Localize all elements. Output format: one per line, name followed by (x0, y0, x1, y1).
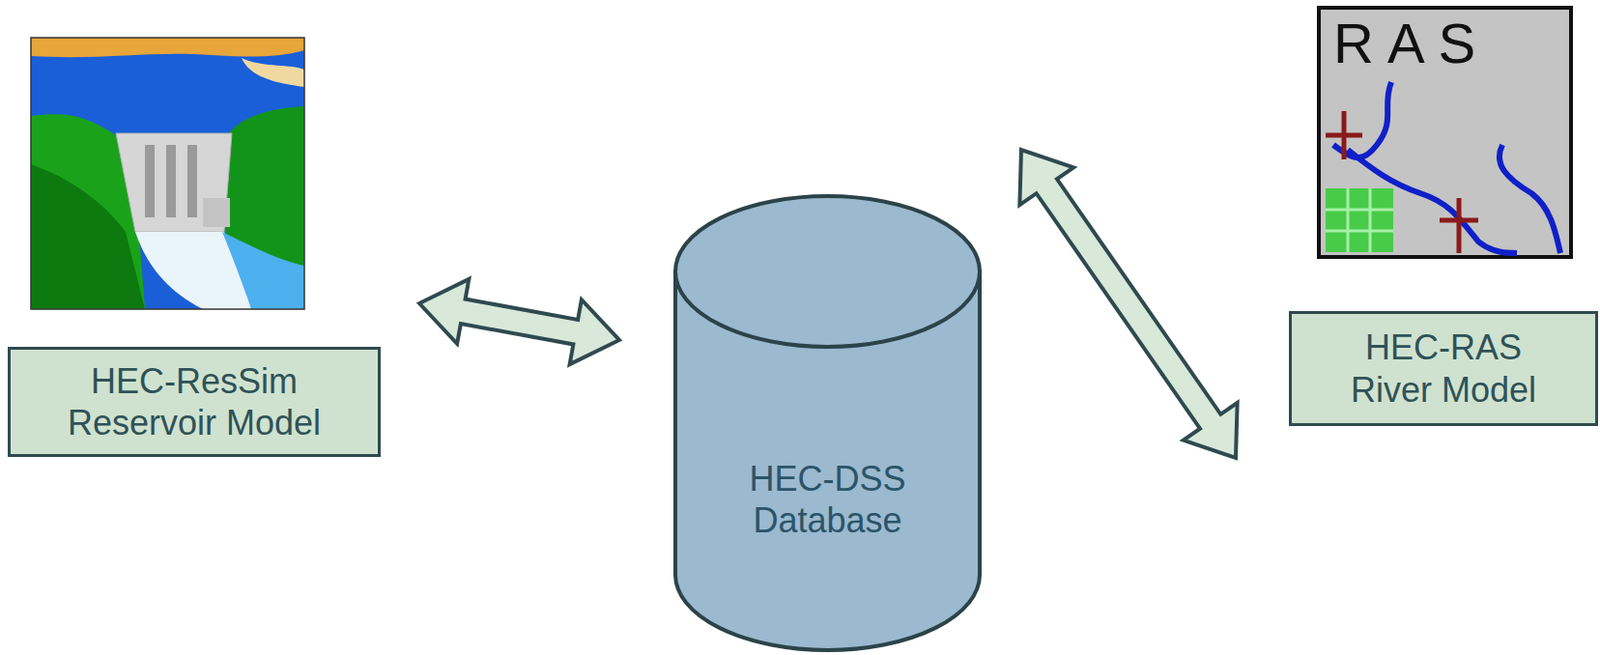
double-block-arrow (419, 279, 620, 365)
reservoir-icon (30, 37, 305, 310)
icon-lettering: RAS (1333, 15, 1489, 72)
node-label: HEC-ResSim Reservoir Model (49, 360, 340, 444)
node-label: HEC-RAS River Model (1332, 326, 1555, 410)
cylinder-outline (672, 193, 983, 654)
database-cylinder: HEC-DSS Database (672, 193, 983, 654)
double-block-arrow (1019, 149, 1237, 458)
node-label: HEC-DSS Database (716, 457, 940, 542)
ras-icon (1318, 7, 1572, 258)
cylinder-top (675, 196, 980, 347)
model-box: HEC-RAS River Model (1288, 311, 1599, 427)
model-box: HEC-ResSim Reservoir Model (7, 346, 381, 458)
